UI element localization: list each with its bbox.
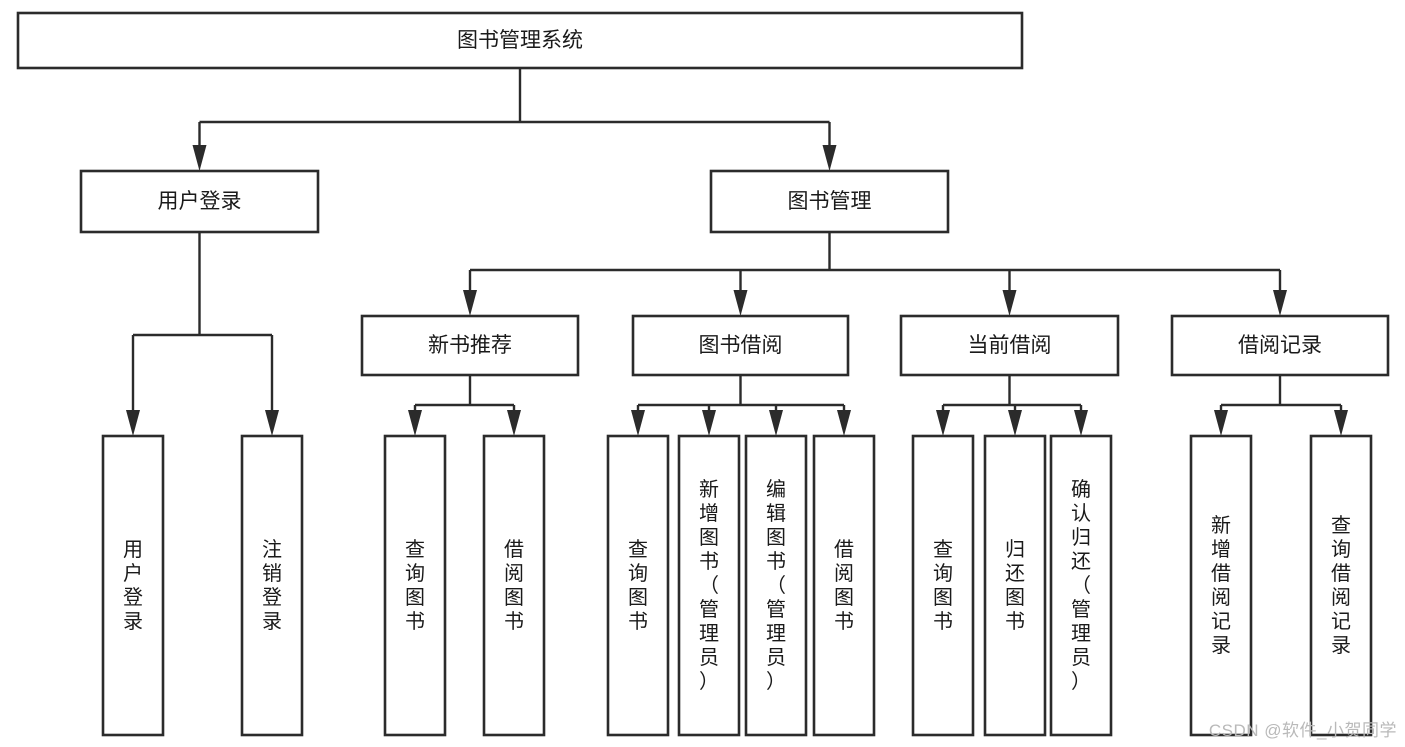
node-leaf-user-login[interactable]: 用户登录 [101,434,165,737]
node-label: 用户登录 [123,539,143,633]
node-label: 借阅图书 [834,538,854,633]
node-leaf-query-book-1[interactable]: 查询图书 [383,434,447,737]
node-leaf-confirm-return[interactable]: 确认归还（管理员） [1049,434,1113,737]
connector-group-current-borrow [936,375,1088,436]
node-label: 查询图书 [628,538,648,633]
connector-group-new-book-recommend [408,375,521,436]
node-label: 查询图书 [933,538,953,633]
node-label: 借阅记录 [1238,334,1322,357]
node-book-borrow[interactable]: 图书借阅 [631,314,850,377]
node-leaf-query-record[interactable]: 查询借阅记录 [1309,434,1373,737]
node-leaf-add-record[interactable]: 新增借阅记录 [1189,434,1253,737]
node-leaf-add-book[interactable]: 新增图书（管理员） [677,434,741,737]
node-leaf-query-book-3[interactable]: 查询图书 [911,434,975,737]
node-new-book-recommend[interactable]: 新书推荐 [360,314,580,377]
connector-group-book-borrow [631,375,851,436]
node-label: 当前借阅 [968,334,1052,357]
nodes-layer: 图书管理系统用户登录图书管理新书推荐图书借阅当前借阅借阅记录用户登录注销登录查询… [16,11,1390,737]
connector-group-root [192,68,837,171]
node-label: 用户登录 [158,190,242,213]
node-label: 确认归还（管理员） [1071,478,1091,693]
node-label: 新增图书（管理员） [699,478,719,693]
connector-group-borrow-record [1214,375,1348,436]
node-label: 借阅图书 [504,538,524,633]
node-label: 新书推荐 [428,334,512,357]
node-leaf-edit-book[interactable]: 编辑图书（管理员） [744,434,808,737]
connector-group-book-manage [463,232,1287,316]
node-leaf-borrow-book-2[interactable]: 借阅图书 [812,434,876,737]
node-borrow-record[interactable]: 借阅记录 [1170,314,1390,377]
connectors-layer [126,68,1348,436]
node-label: 归还图书 [1005,538,1025,633]
watermark: CSDN @软件_小贺同学 [1208,721,1397,740]
node-label: 查询借阅记录 [1331,514,1351,657]
node-book-manage[interactable]: 图书管理 [709,169,950,234]
node-label: 注销登录 [262,538,282,633]
node-root[interactable]: 图书管理系统 [16,11,1024,70]
node-user-login[interactable]: 用户登录 [79,169,320,234]
node-label: 新增借阅记录 [1211,514,1231,657]
node-label: 编辑图书（管理员） [766,478,786,693]
node-leaf-query-book-2[interactable]: 查询图书 [606,434,670,737]
node-label: 图书管理系统 [457,29,583,52]
node-leaf-borrow-book-1[interactable]: 借阅图书 [482,434,546,737]
node-label: 图书借阅 [699,334,783,357]
node-label: 图书管理 [788,190,872,213]
connector-group-user-login [126,232,279,436]
node-leaf-logout[interactable]: 注销登录 [240,434,304,737]
node-leaf-return-book[interactable]: 归还图书 [983,434,1047,737]
node-current-borrow[interactable]: 当前借阅 [899,314,1120,377]
node-label: 查询图书 [405,538,425,633]
